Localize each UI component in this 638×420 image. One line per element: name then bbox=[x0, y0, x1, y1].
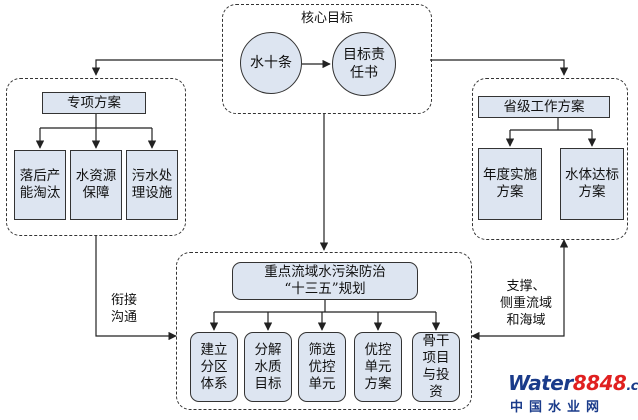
plan-title: 重点流域水污染防治 “十三五”规划 bbox=[232, 262, 418, 300]
plan-item-unit-plans: 优控单元方案 bbox=[354, 332, 402, 402]
circle-water-ten: 水十条 bbox=[240, 32, 302, 94]
label-support: 支撑、 侧重流域 和海域 bbox=[499, 279, 552, 328]
circle-target-responsibility: 目标责 任书 bbox=[332, 32, 396, 96]
plan-item-projects: 骨干项目与投资 bbox=[412, 332, 460, 402]
provincial-item-annual: 年度实施方案 bbox=[478, 148, 542, 220]
provincial-plans-group bbox=[472, 78, 628, 240]
arrow-plan-provincial bbox=[471, 239, 569, 341]
arrow-core-to-special bbox=[91, 59, 222, 76]
core-goal-group bbox=[222, 4, 432, 114]
provincial-item-water-body: 水体达标方案 bbox=[560, 148, 624, 220]
watermark-logo: Water8848.com bbox=[508, 371, 638, 395]
plan-group bbox=[176, 252, 472, 410]
special-plans-group bbox=[6, 78, 186, 236]
plan-item-quality-targets: 分解水质目标 bbox=[244, 332, 292, 402]
plan-item-zoning: 建立分区体系 bbox=[190, 332, 238, 402]
special-plans-title: 专项方案 bbox=[42, 92, 146, 114]
arrow-special-to-plan bbox=[95, 236, 177, 341]
provincial-plans-title: 省级工作方案 bbox=[478, 96, 610, 118]
label-coordination: 衔接 沟通 bbox=[110, 293, 137, 325]
special-item-water-resource: 水资源保障 bbox=[70, 150, 122, 220]
special-item-sewage: 污水处理设施 bbox=[126, 150, 178, 220]
special-item-capacity: 落后产能淘汰 bbox=[14, 150, 66, 220]
arrow-core-to-provincial bbox=[430, 59, 569, 76]
plan-item-select-units: 筛选优控单元 bbox=[298, 332, 346, 402]
watermark-cn: 中国水业网 bbox=[510, 400, 606, 415]
core-goal-title: 核心目标 bbox=[300, 11, 353, 26]
